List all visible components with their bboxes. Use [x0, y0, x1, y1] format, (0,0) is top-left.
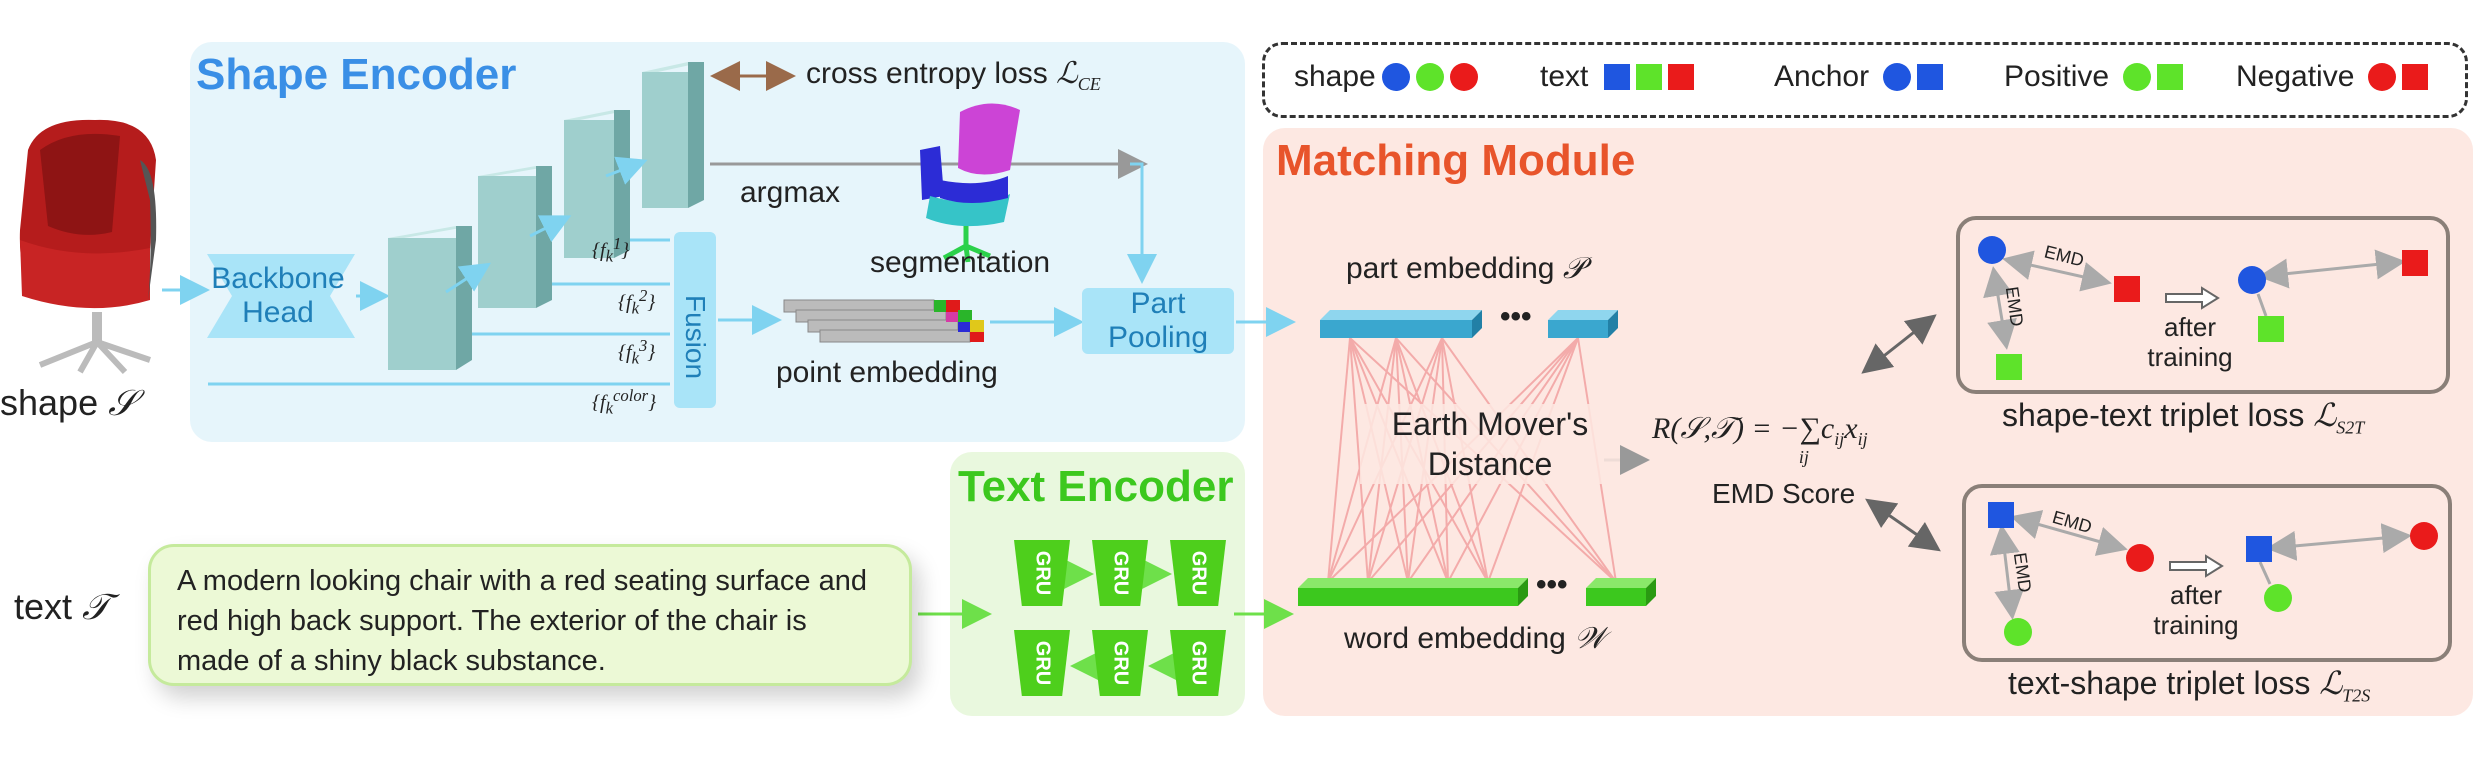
- feature-block-2: [478, 166, 552, 308]
- positive-square-icon: [2157, 64, 2184, 90]
- segmentation-chair: [920, 103, 1020, 263]
- legend-negative: Negative: [2236, 60, 2429, 94]
- chair-image: [19, 119, 157, 375]
- backbone-head-block: [207, 254, 355, 338]
- part-embedding-block: [1548, 310, 1618, 338]
- green-square-icon: [1636, 64, 1663, 90]
- backbone-head-label: Backbone Head: [211, 262, 345, 329]
- shape-input-label: shape 𝒮: [0, 382, 136, 423]
- text-description-card: A modern looking chair with a red seatin…: [148, 544, 912, 686]
- point-embedding-label: point embedding: [776, 356, 998, 389]
- part-ellipsis: •••: [1500, 300, 1532, 333]
- emd-formula: R(𝒮,𝒯) = −∑ijcijxij: [1652, 412, 1868, 467]
- word-embedding-label: word embedding 𝒲: [1344, 622, 1606, 655]
- t2s-after-training: after training: [2153, 580, 2239, 640]
- word-ellipsis: •••: [1536, 568, 1568, 601]
- text-input-label: text 𝒯: [14, 586, 110, 627]
- emd-label: Earth Mover's Distance: [1360, 404, 1620, 484]
- t2s-negative-dot: [2126, 544, 2154, 572]
- matching-module-title: Matching Module: [1276, 136, 1636, 185]
- anchor-square-icon: [1917, 64, 1944, 90]
- anchor-dot-icon: [1883, 63, 1912, 91]
- s2t-anchor-dot-after: [2238, 266, 2266, 294]
- argmax-label: argmax: [740, 176, 841, 209]
- feature-label-color: {fkcolor}: [592, 386, 657, 418]
- part-embedding-blocks: [1320, 310, 1618, 338]
- point-embedding-stack: [783, 299, 984, 343]
- part-embedding-block: [1412, 310, 1482, 338]
- blue-square-icon: [1604, 64, 1631, 90]
- word-embedding-block: [1458, 578, 1528, 606]
- emd-connection-line: [1349, 337, 1369, 583]
- t2s-loss-label: text-shape triplet loss ℒT2S: [2008, 665, 2371, 706]
- gru-forward-1: GRU: [1014, 540, 1070, 606]
- legend-box: [1262, 42, 2468, 118]
- feature-block-4: [642, 62, 704, 208]
- part-pooling-block: Part Pooling: [1082, 287, 1234, 354]
- s2t-loss-label: shape-text triplet loss ℒS2T: [2002, 397, 2365, 438]
- s2t-anchor-dot: [1978, 236, 2006, 264]
- emd-score-label: EMD Score: [1712, 478, 1856, 509]
- green-dot-icon: [1415, 63, 1444, 91]
- s2t-negative-square-after: [2402, 250, 2428, 276]
- s2t-triplet-graphics: [1983, 249, 2406, 350]
- gru-backward-3: GRU: [1170, 630, 1226, 696]
- negative-dot-icon: [2368, 63, 2397, 91]
- t2s-negative-dot-after: [2410, 522, 2438, 550]
- blue-dot-icon: [1381, 63, 1410, 91]
- gru-forward-2: GRU: [1092, 540, 1148, 606]
- cross-entropy-loss-label: cross entropy loss ℒCE: [806, 57, 1101, 94]
- t2s-positive-dot-after: [2264, 584, 2292, 612]
- legend-text: text: [1540, 60, 1695, 94]
- emd-connection-line: [1327, 337, 1351, 583]
- segmentation-label: segmentation: [870, 246, 1051, 279]
- t2s-positive-dot: [2004, 618, 2032, 646]
- gru-backward-1: GRU: [1014, 630, 1070, 696]
- legend-positive: Positive: [2004, 60, 2184, 94]
- shape-encoder-panel: [190, 42, 1245, 442]
- red-dot-icon: [1449, 63, 1478, 91]
- word-embedding-block: [1586, 578, 1656, 606]
- s2t-negative-square: [2114, 276, 2140, 302]
- gru-backward-2: GRU: [1092, 630, 1148, 696]
- s2t-positive-square-after: [2258, 316, 2284, 342]
- feature-label-3: {fk3}: [618, 336, 656, 368]
- negative-square-icon: [2402, 64, 2429, 90]
- feature-block-3: [564, 110, 630, 258]
- gru-forward-3: GRU: [1170, 540, 1226, 606]
- t2s-triplet-box: [1962, 484, 2452, 662]
- s2t-triplet-box: [1956, 216, 2450, 394]
- t2s-anchor-square: [1988, 502, 2014, 528]
- legend-anchor: Anchor: [1774, 60, 1944, 94]
- word-embedding-blocks: [1298, 578, 1656, 606]
- part-embedding-label: part embedding 𝒫: [1346, 252, 1585, 285]
- red-square-icon: [1668, 64, 1695, 90]
- s2t-positive-square: [1996, 354, 2022, 380]
- fusion-block: [674, 232, 716, 408]
- shape-encoder-title: Shape Encoder: [196, 50, 517, 99]
- feature-label-2: {fk2}: [618, 286, 656, 318]
- fusion-label: Fusion: [680, 295, 711, 380]
- s2t-after-training: after training: [2147, 312, 2233, 372]
- feature-block-1: [388, 226, 472, 370]
- positive-dot-icon: [2123, 63, 2152, 91]
- feature-label-1: {fk1}: [592, 234, 630, 266]
- t2s-anchor-square-after: [2246, 536, 2272, 562]
- t2s-triplet-graphics: [1989, 510, 2412, 620]
- text-encoder-title: Text Encoder: [958, 462, 1234, 511]
- legend-shape: shape: [1294, 60, 1478, 94]
